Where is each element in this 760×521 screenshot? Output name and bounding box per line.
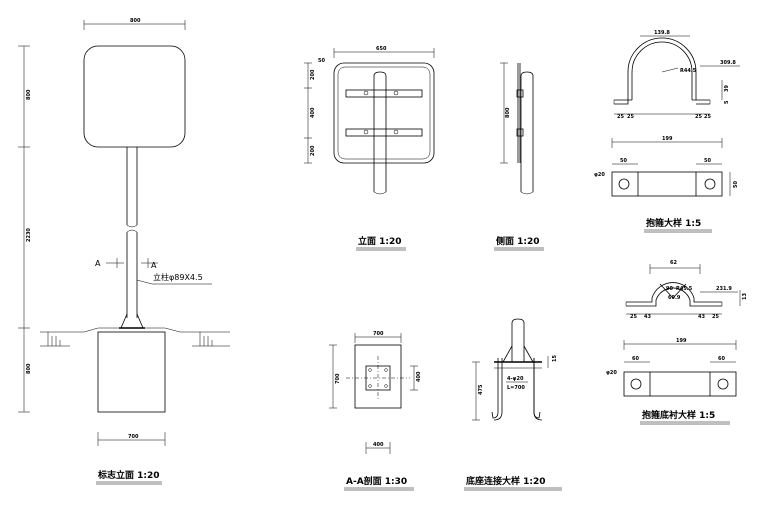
aa-foundation xyxy=(354,344,402,409)
front-dim-upper: 200 xyxy=(310,69,316,80)
clamp-dim-foot-la: 25 xyxy=(617,114,624,120)
clamp-plate-left: 50 xyxy=(620,158,627,164)
base-note-bolts: 4-φ20 xyxy=(507,376,524,382)
base-detail-view: 4-φ20 L=700 475 15 底座连接大样 1:20 xyxy=(464,318,562,491)
clamp-dim-arc-right: 309.8 xyxy=(720,60,736,66)
liner-plate-hole: φ20 xyxy=(606,370,617,376)
liner-plate-right: 60 xyxy=(718,356,725,362)
clamp-dim-foot-ra: 25 xyxy=(695,114,702,120)
aa-dim-height: 700 xyxy=(335,373,341,384)
sign-elevation-view: 800 800 2230 800 xyxy=(18,18,230,485)
base-dim-side: 15 xyxy=(552,355,558,362)
liner-dim-ra: 43 xyxy=(698,314,705,320)
section-mark-left: A xyxy=(95,259,101,268)
elev-dim-top: 800 xyxy=(130,18,141,24)
side-view: 800 侧面 1:20 xyxy=(494,62,544,251)
liner-dim-angle: 90 xyxy=(666,286,673,292)
liner-dim-radius: R45.5 xyxy=(676,286,693,292)
liner-dim-center: 69.9 xyxy=(668,295,681,301)
liner-title: 抱箍底衬大样 1:5 xyxy=(642,409,715,421)
column-spec-note: 立柱φ89X4.5 xyxy=(153,272,203,282)
clamp-plate-length: 199 xyxy=(662,136,673,142)
front-title: 立面 1:20 xyxy=(358,235,402,247)
clamp-plate-right: 50 xyxy=(704,158,711,164)
clamp-plate-hole: φ20 xyxy=(594,172,605,178)
front-dim-top: 650 xyxy=(376,46,387,52)
liner-dim-la: 25 xyxy=(630,314,637,320)
foundation-block xyxy=(97,331,166,413)
clamp-dim-gap: 5 xyxy=(724,100,730,104)
clamp-plate xyxy=(611,171,723,197)
clamp-dim-foot-lb: 25 xyxy=(627,114,634,120)
sign-panel xyxy=(83,45,186,148)
aa-dim-inner: 400 xyxy=(416,371,422,382)
clamp-plate-width: 50 xyxy=(733,181,739,188)
front-dim-small: 50 xyxy=(318,58,325,64)
liner-plate-length: 199 xyxy=(676,338,687,344)
clamp-title: 抱箍大样 1:5 xyxy=(646,217,701,229)
base-note-length: L=700 xyxy=(507,385,525,391)
elev-title: 标志立面 1:20 xyxy=(97,469,160,481)
liner-detail-view: 62 90 R45.5 69.9 231.9 13 25 43 43 25 19… xyxy=(606,260,748,425)
front-view: 650 50 200 400 200 立面 1:20 xyxy=(304,46,435,251)
clamp-dim-foot-rb: 25 xyxy=(704,114,711,120)
elev-dim-upper: 800 xyxy=(26,89,32,100)
front-dim-lower: 200 xyxy=(310,145,316,156)
lower-rail xyxy=(345,128,423,137)
liner-dim-h: 13 xyxy=(742,293,748,300)
section-mark-right: A xyxy=(151,261,157,270)
front-panel xyxy=(333,62,435,164)
aa-title: A-A剖面 1:30 xyxy=(346,475,407,487)
clamp-dim-height: 39 xyxy=(724,85,730,92)
base-dim-height: 475 xyxy=(478,384,484,395)
aa-dim-bottom: 400 xyxy=(373,442,384,448)
clamp-dim-radius: R44.5 xyxy=(680,68,697,74)
elev-dim-lower: 800 xyxy=(26,363,32,374)
liner-plate-left: 60 xyxy=(632,356,639,362)
liner-dim-lb: 43 xyxy=(644,314,651,320)
elev-dim-base: 700 xyxy=(128,434,139,440)
clamp-detail-view: 139.8 309.8 R44.5 25 25 25 25 39 5 199 5… xyxy=(594,30,740,233)
liner-dim-rb: 25 xyxy=(712,314,719,320)
base-title: 底座连接大样 1:20 xyxy=(466,475,546,487)
liner-dim-right: 231.9 xyxy=(716,286,732,292)
elev-dim-mid: 2230 xyxy=(26,228,32,242)
clamp-dim-arc-top: 139.8 xyxy=(654,30,670,36)
side-dim-height: 800 xyxy=(505,107,511,118)
upper-rail xyxy=(345,89,423,98)
aa-dim-width: 700 xyxy=(373,331,384,337)
section-aa-view: 700 700 400 400 A-A剖面 1:30 xyxy=(329,331,422,491)
liner-dim-top: 62 xyxy=(670,260,677,266)
side-title: 侧面 1:20 xyxy=(496,235,540,247)
liner-plate xyxy=(623,371,737,397)
front-dim-middle: 400 xyxy=(310,107,316,118)
